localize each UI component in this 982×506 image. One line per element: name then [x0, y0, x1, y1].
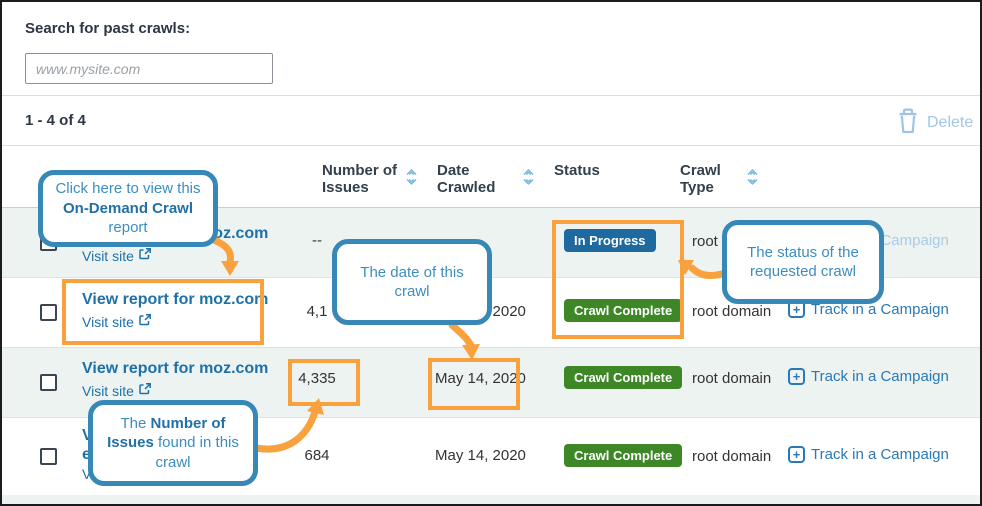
- plus-icon: +: [788, 368, 805, 385]
- issues-value: --: [312, 232, 322, 249]
- status-badge: Crawl Complete: [564, 366, 683, 389]
- highlight-box-status: [552, 220, 684, 339]
- column-header-date: Date Crawled: [437, 162, 496, 196]
- row-checkbox[interactable]: [40, 374, 57, 391]
- callout-text: The date of this crawl: [360, 263, 464, 301]
- external-link-icon: [138, 247, 152, 264]
- external-link-icon: [138, 313, 152, 330]
- callout-date: The date of this crawl: [332, 239, 492, 325]
- delete-label: Delete: [927, 114, 974, 131]
- track-campaign-label: Track in a Campaign: [811, 446, 949, 463]
- header-divider: [2, 207, 980, 208]
- status-badge: In Progress: [564, 229, 656, 252]
- callout-text: The Number of Issues found in this crawl: [107, 414, 239, 471]
- crawl-type-value: root domain: [692, 448, 772, 465]
- visit-site-label: Visit site: [82, 313, 134, 330]
- divider: [2, 95, 980, 96]
- column-header-status: Status: [554, 162, 600, 179]
- callout-status: The status of the requested crawl: [722, 220, 884, 304]
- highlight-box-date: [428, 358, 520, 410]
- visit-site-link[interactable]: Visit site: [82, 313, 152, 330]
- callout-text: Click here to view this On-Demand Crawl …: [55, 180, 201, 237]
- row-checkbox[interactable]: [40, 448, 57, 465]
- crawl-type-value: root domain: [692, 370, 772, 387]
- sort-icon[interactable]: [746, 167, 759, 192]
- visit-site-label: Visit site: [82, 382, 134, 399]
- column-header-issues: Number of Issues: [322, 162, 397, 196]
- status-badge: Crawl Complete: [564, 299, 683, 322]
- highlight-box-report-link: [62, 279, 264, 345]
- row-divider: [2, 417, 980, 418]
- crawl-type-value: root domain: [692, 303, 772, 320]
- visit-site-label: Visit site: [82, 247, 134, 264]
- callout-view-report: Click here to view this On-Demand Crawl …: [38, 170, 218, 247]
- visit-site-link[interactable]: Visit site: [82, 382, 152, 399]
- row-checkbox[interactable]: [40, 304, 57, 321]
- issues-value: 684: [304, 447, 330, 464]
- track-campaign-label: Track in a Campaign: [811, 301, 949, 318]
- trash-icon: [896, 107, 920, 139]
- status-badge: Crawl Complete: [564, 444, 683, 467]
- callout-issues: The Number of Issues found in this crawl: [88, 400, 258, 486]
- callout-text: The status of the requested crawl: [747, 243, 859, 281]
- sort-icon[interactable]: [522, 167, 535, 192]
- date-value: May 14, 2020: [435, 370, 526, 387]
- sort-icon[interactable]: [405, 167, 418, 192]
- result-count: 1 - 4 of 4: [25, 112, 86, 129]
- plus-icon: +: [788, 446, 805, 463]
- row-divider: [2, 347, 980, 348]
- track-campaign-label: Track in a Campaign: [811, 368, 949, 385]
- search-label: Search for past crawls:: [25, 20, 191, 37]
- issues-value: 4,1: [306, 303, 328, 320]
- visit-site-link[interactable]: Visit site: [82, 247, 152, 264]
- table-row: [2, 495, 980, 504]
- column-header-type: Crawl Type: [680, 162, 721, 196]
- report-link[interactable]: View report for moz.com: [82, 360, 269, 377]
- search-input[interactable]: [25, 53, 273, 84]
- track-campaign-link[interactable]: + Track in a Campaign: [788, 446, 949, 463]
- divider: [2, 145, 980, 146]
- issues-value: 4,335: [298, 370, 336, 387]
- highlight-box-issues: [288, 359, 360, 406]
- report-link[interactable]: View report for moz.com: [82, 291, 269, 308]
- external-link-icon: [138, 382, 152, 399]
- date-value: May 14, 2020: [435, 447, 526, 464]
- track-campaign-link[interactable]: + Track in a Campaign: [788, 368, 949, 385]
- delete-button[interactable]: Delete: [890, 106, 979, 140]
